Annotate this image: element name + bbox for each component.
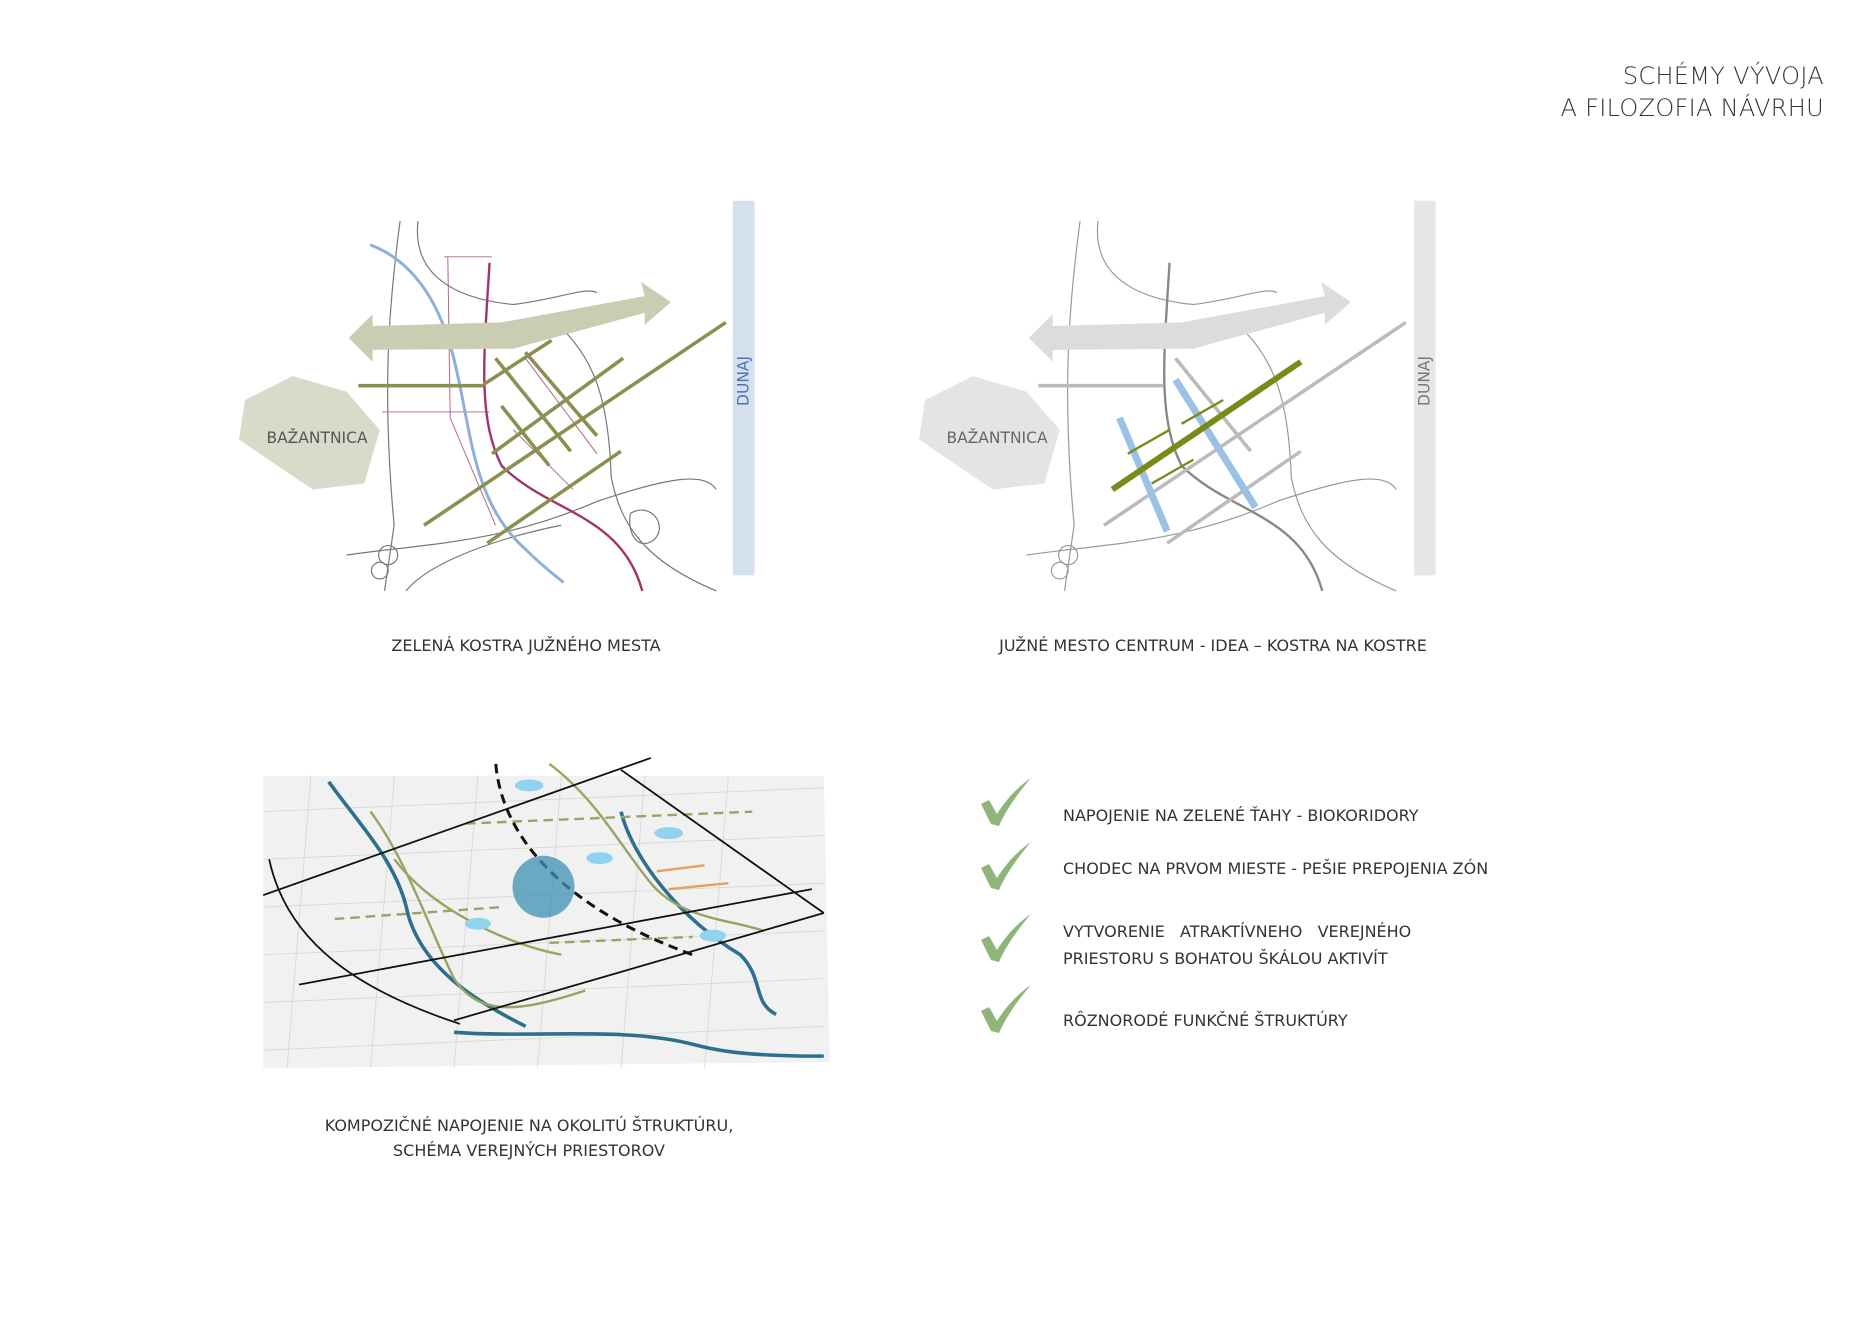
blue-pedestrian-links	[1116, 377, 1259, 533]
blue-path	[369, 243, 565, 584]
green-corridors	[358, 320, 727, 545]
check-icon	[981, 842, 1031, 890]
central-plaza	[512, 855, 575, 918]
main-grey-arrow	[1028, 281, 1351, 362]
park-label: BAŽANTNICA	[266, 428, 368, 447]
local-streets	[382, 256, 598, 526]
road-network	[346, 220, 717, 592]
dashed-rail	[494, 763, 694, 957]
dunaj-river	[1414, 200, 1436, 576]
list-item-text: RÔZNORODÉ FUNKČNÉ ŠTRUKTÚRY	[1063, 1011, 1348, 1030]
check-icon	[981, 778, 1031, 826]
city-block-base	[263, 775, 830, 1069]
list-item-text: CHODEC NA PRVOM MIESTE - PEŠIE PREPOJENI…	[1063, 859, 1489, 878]
olive-cross-links	[1127, 398, 1224, 485]
composition-axonometric-diagram	[262, 757, 830, 1069]
caption-line-2: SCHÉMA VEREJNÝCH PRIESTOROV	[393, 1141, 665, 1160]
dashed-green-links	[334, 810, 753, 945]
olive-main-axis	[1110, 359, 1303, 492]
public-spaces	[464, 779, 726, 942]
grey-corridors	[1038, 320, 1407, 545]
list-item-text: NAPOJENIE NA ZELENÉ ŤAHY - BIOKORIDORY	[1063, 806, 1419, 825]
title-line-1: SCHÉMY VÝVOJA	[1622, 62, 1824, 90]
dunaj-river	[732, 200, 755, 576]
list-item: NAPOJENIE NA ZELENÉ ŤAHY - BIOKORIDORY	[979, 778, 1418, 829]
title-line-2: A FILOZOFIA NÁVRHU	[1560, 94, 1824, 122]
park-label: BAŽANTNICA	[946, 428, 1048, 447]
green-skeleton-diagram: BAŽANTNICA DUNAJ	[239, 200, 755, 592]
diagram-1-caption: ZELENÁ KOSTRA JUŽNÉHO MESTA	[391, 636, 661, 655]
list-item: RÔZNORODÉ FUNKČNÉ ŠTRUKTÚRY	[979, 985, 1348, 1035]
page-title: SCHÉMY VÝVOJA A FILOZOFIA NÁVRHU	[1560, 60, 1824, 124]
diagram-2-caption: JUŽNÉ MESTO CENTRUM - IDEA – KOSTRA NA K…	[999, 636, 1427, 655]
check-icon	[981, 985, 1031, 1033]
diagram-3-caption: KOMPOZIČNÉ NAPOJENIE NA OKOLITÚ ŠTRUKTÚR…	[309, 1113, 749, 1163]
river-label: DUNAJ	[1416, 356, 1434, 406]
list-item-text: VYTVORENIE ATRAKTÍVNEHO VEREJNÉHO PRIEST…	[1063, 922, 1412, 968]
grid-axes	[262, 757, 825, 1025]
bazantnica-park	[919, 376, 1060, 490]
city-centre-idea-diagram: BAŽANTNICA DUNAJ	[919, 200, 1436, 592]
list-item: VYTVORENIE ATRAKTÍVNEHO VEREJNÉHO PRIEST…	[979, 914, 1411, 972]
main-green-arrow	[348, 281, 671, 362]
caption-line-1: KOMPOZIČNÉ NAPOJENIE NA OKOLITÚ ŠTRUKTÚR…	[324, 1116, 734, 1135]
bazantnica-park	[239, 376, 380, 490]
list-item: CHODEC NA PRVOM MIESTE - PEŠIE PREPOJENI…	[979, 842, 1488, 892]
river-label: DUNAJ	[734, 356, 752, 406]
check-icon	[981, 914, 1031, 962]
orange-links	[656, 864, 729, 891]
